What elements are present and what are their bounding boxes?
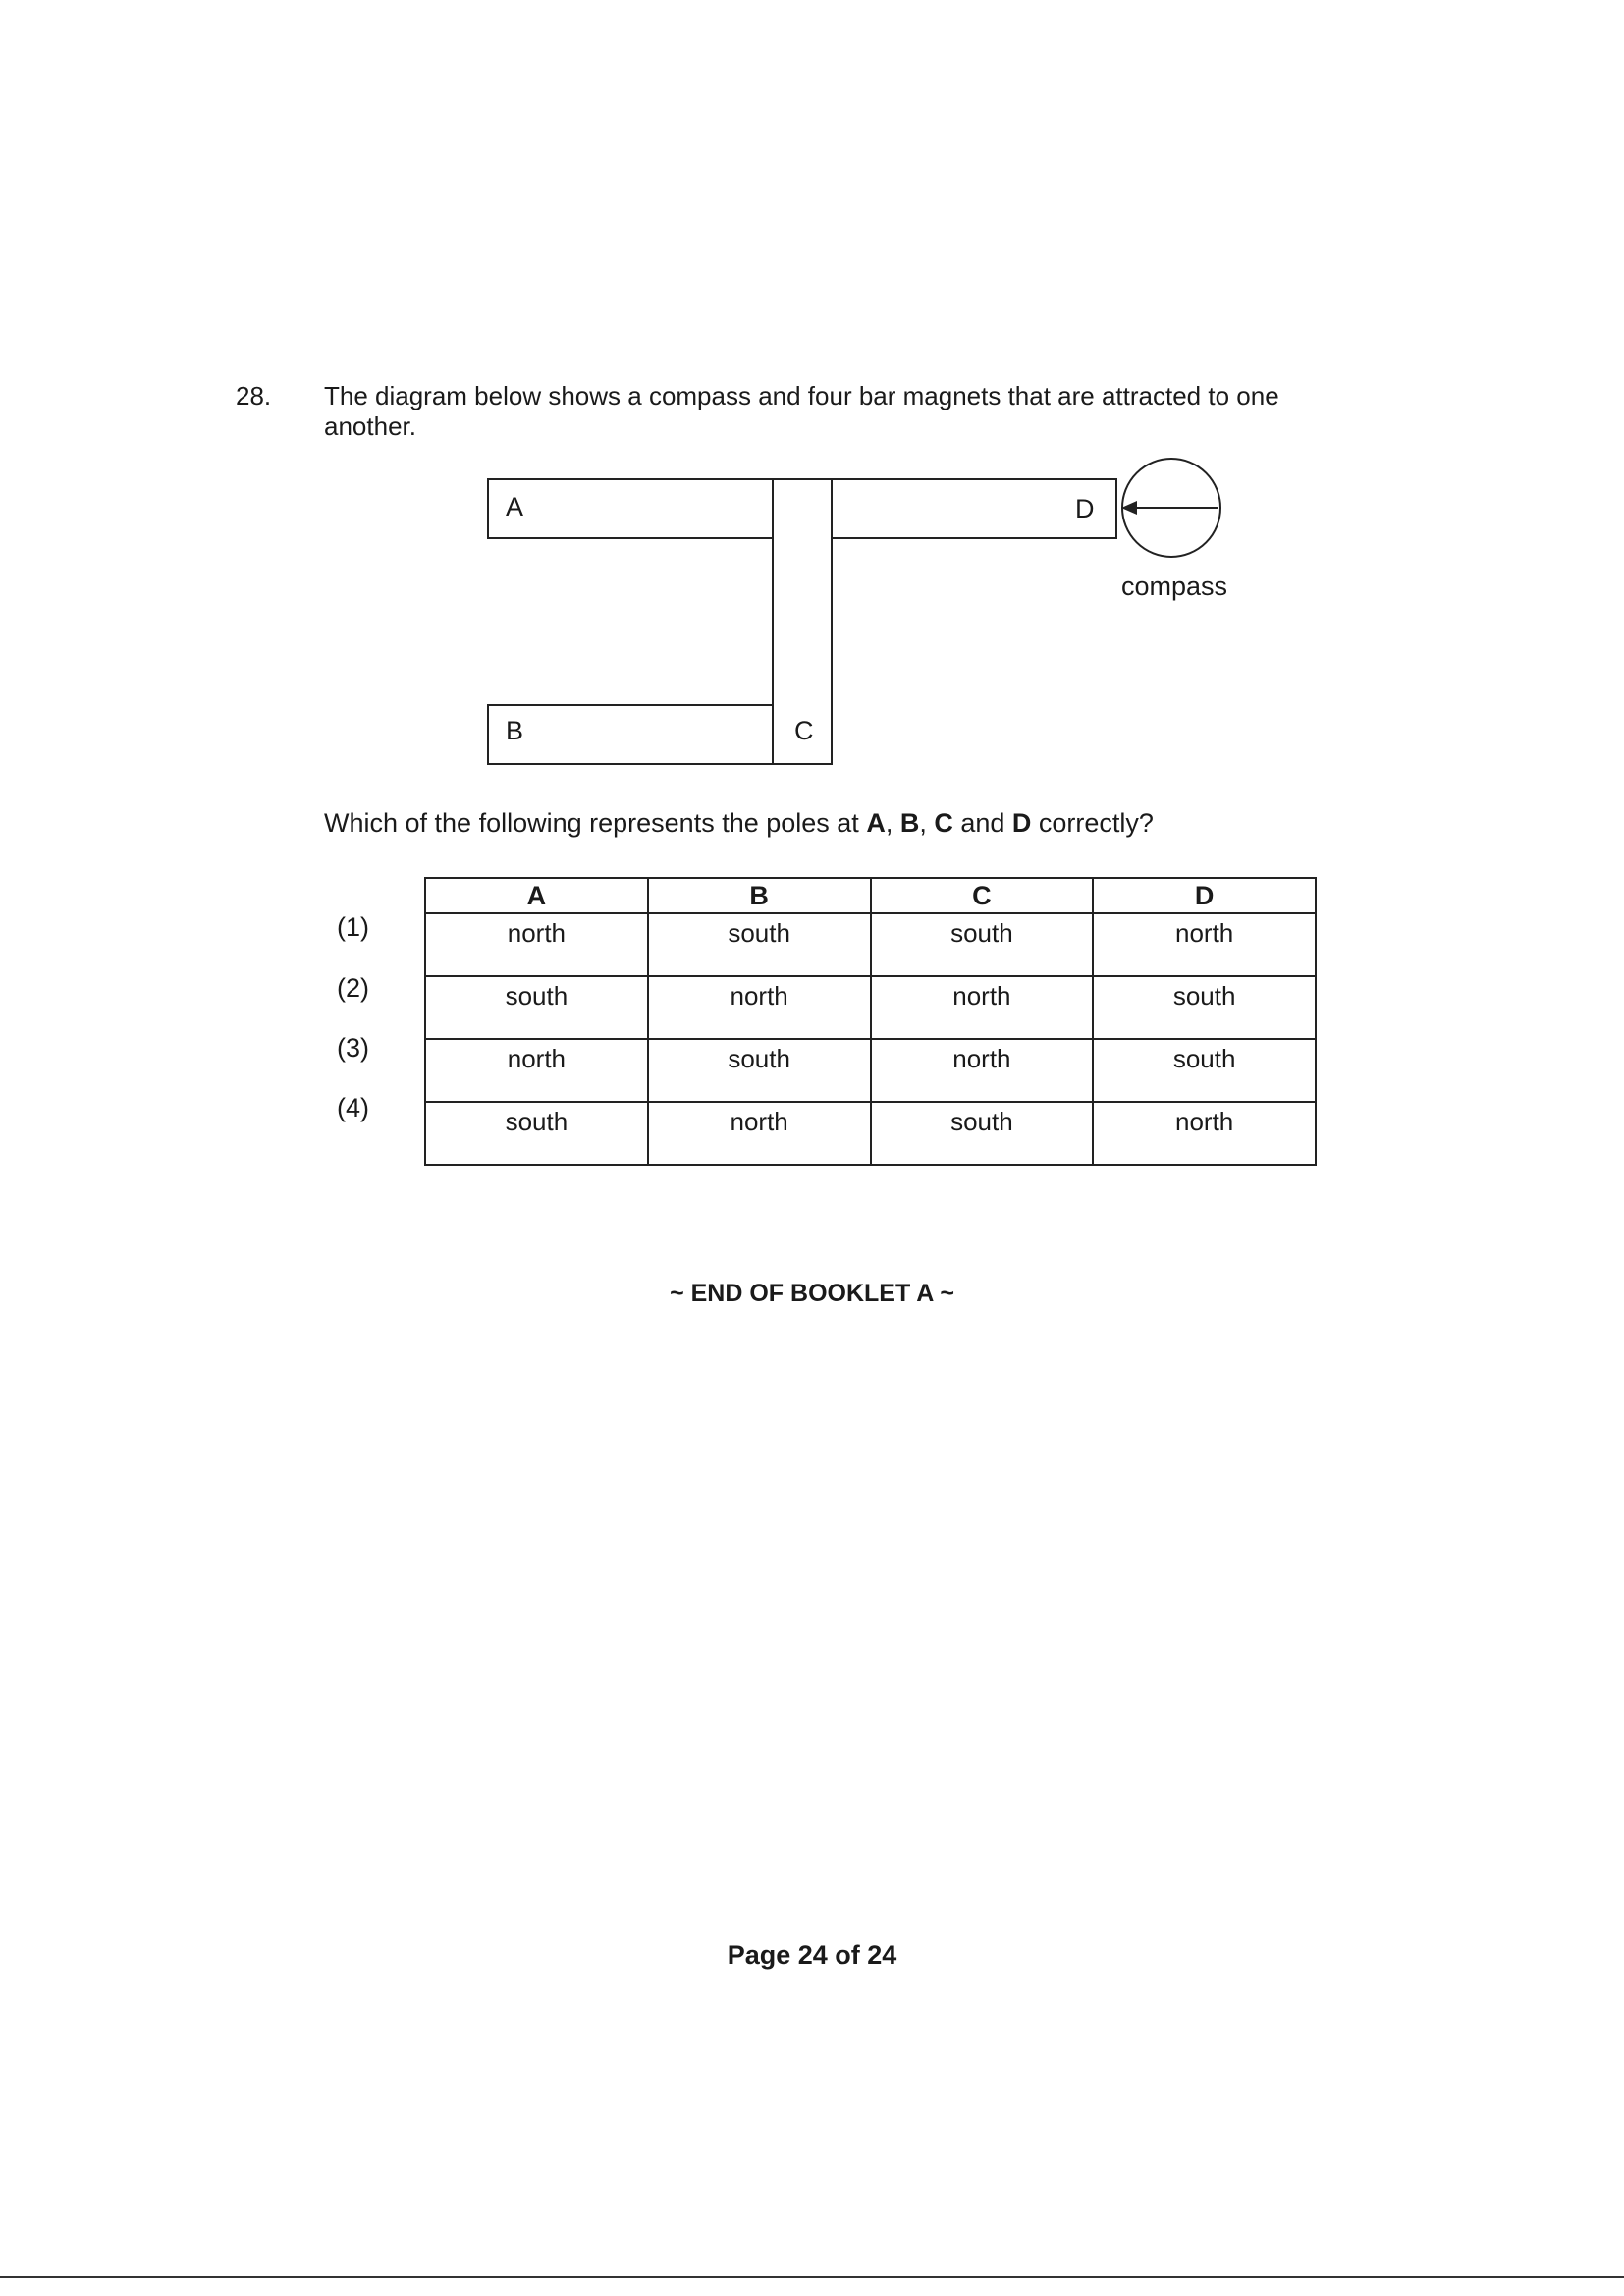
option-label-2: (2) bbox=[337, 973, 369, 1003]
magnet-b bbox=[487, 704, 774, 765]
label-d: D bbox=[1075, 494, 1095, 523]
table-row: north south north south bbox=[424, 1038, 1317, 1103]
table-cell: south bbox=[424, 975, 649, 1040]
options-table: A B C D north south south north south no… bbox=[424, 877, 1317, 1166]
label-c: C bbox=[794, 716, 814, 745]
table-cell: south bbox=[1092, 975, 1317, 1040]
table-cell: south bbox=[646, 1038, 872, 1103]
bottom-divider bbox=[0, 2276, 1624, 2278]
option-label-1: (1) bbox=[337, 912, 369, 942]
magnet-a bbox=[487, 478, 774, 539]
header-b: B bbox=[646, 877, 872, 914]
table-cell: north bbox=[424, 912, 649, 977]
table-cell: south bbox=[869, 1101, 1095, 1166]
table-cell: north bbox=[1092, 1101, 1317, 1166]
header-c: C bbox=[869, 877, 1095, 914]
table-cell: north bbox=[1092, 912, 1317, 977]
table-cell: north bbox=[646, 1101, 872, 1166]
table-row: north south south north bbox=[424, 912, 1317, 977]
page-number: Page 24 of 24 bbox=[727, 1941, 897, 1970]
compass-needle-arrowhead bbox=[1121, 501, 1137, 515]
table-cell: south bbox=[1092, 1038, 1317, 1103]
table-cell: south bbox=[646, 912, 872, 977]
table-cell: south bbox=[424, 1101, 649, 1166]
table-cell: north bbox=[646, 975, 872, 1040]
option-label-4: (4) bbox=[337, 1093, 369, 1122]
label-compass: compass bbox=[1121, 572, 1227, 601]
header-a: A bbox=[424, 877, 649, 914]
table-header-row: A B C D bbox=[424, 877, 1317, 914]
end-of-booklet: ~ END OF BOOKLET A ~ bbox=[670, 1280, 954, 1307]
label-b: B bbox=[506, 716, 523, 745]
question-text: The diagram below shows a compass and fo… bbox=[324, 381, 1279, 441]
table-cell: north bbox=[869, 1038, 1095, 1103]
question-number: 28. bbox=[236, 381, 272, 410]
label-a: A bbox=[506, 492, 523, 521]
option-label-3: (3) bbox=[337, 1033, 369, 1063]
question-prompt: Which of the following represents the po… bbox=[324, 808, 1154, 838]
table-cell: north bbox=[869, 975, 1095, 1040]
table-row: south north north south bbox=[424, 975, 1317, 1040]
table-cell: north bbox=[424, 1038, 649, 1103]
table-cell: south bbox=[869, 912, 1095, 977]
magnet-c bbox=[772, 478, 833, 765]
header-d: D bbox=[1092, 877, 1317, 914]
magnet-d bbox=[831, 478, 1117, 539]
magnet-diagram: A D B C compass bbox=[487, 458, 1227, 765]
table-row: south north south north bbox=[424, 1101, 1317, 1166]
